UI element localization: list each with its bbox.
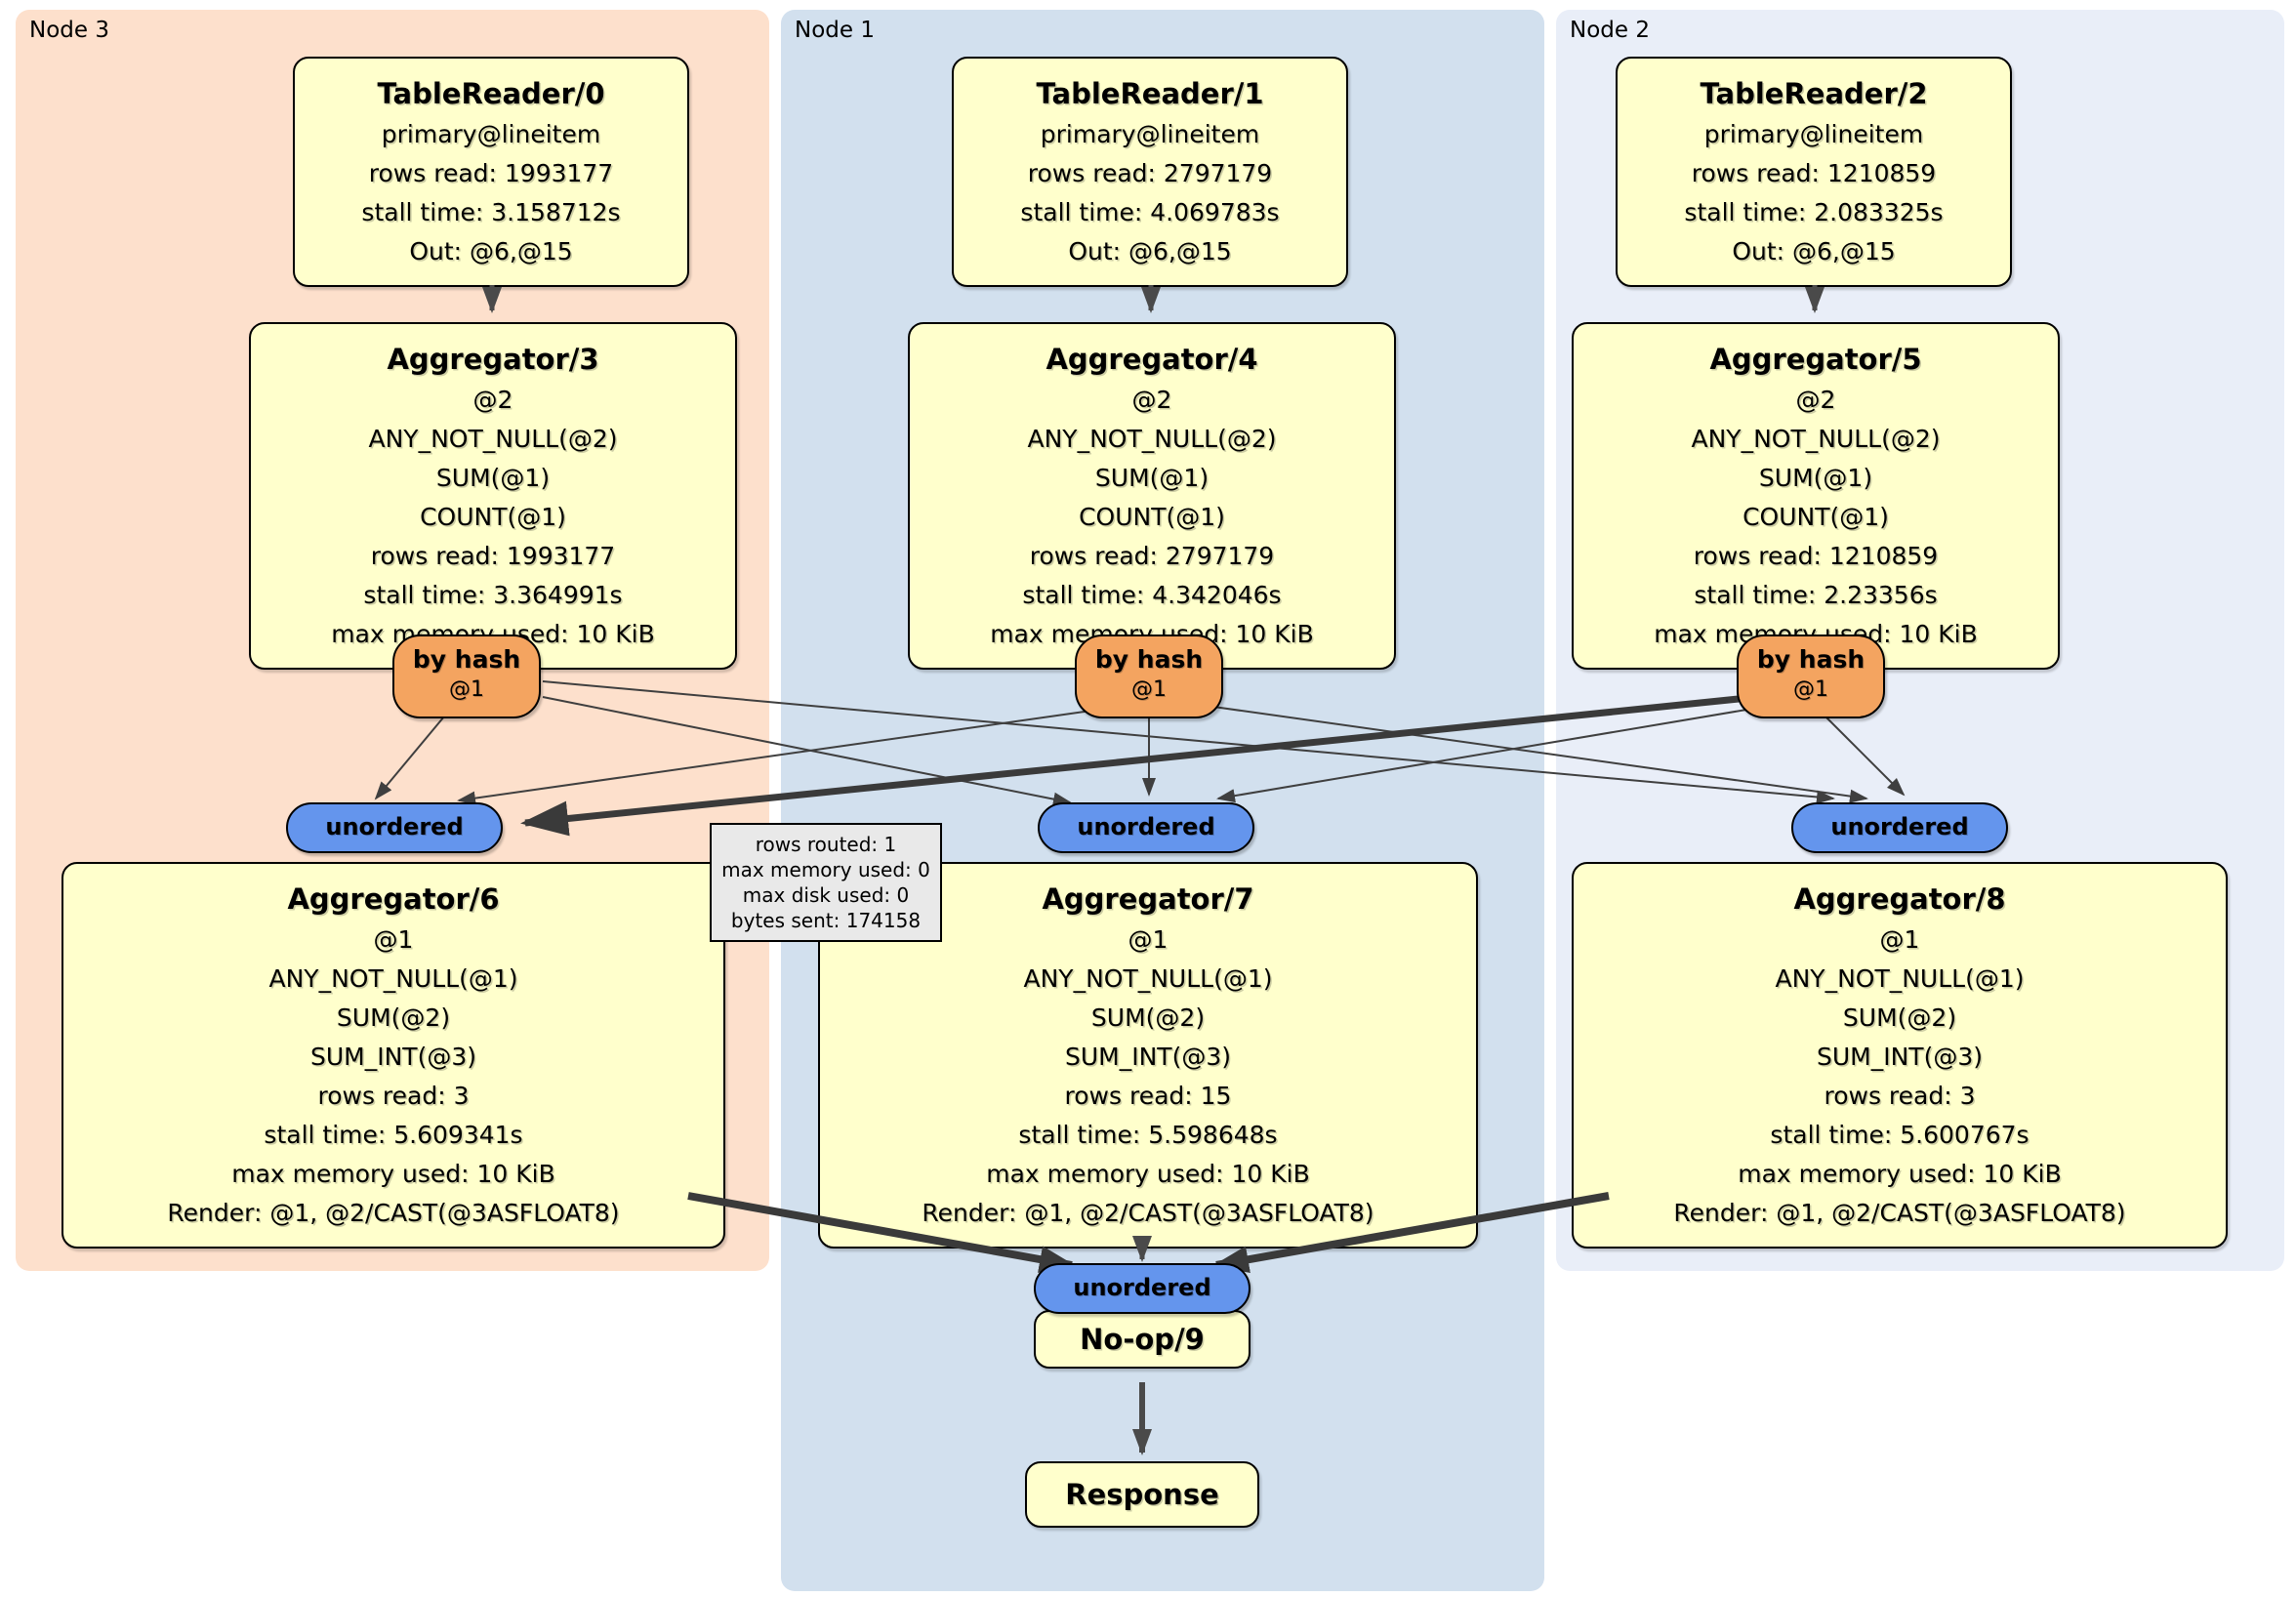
stat-line: COUNT(@1) [420, 503, 566, 531]
node-panel-label: Node 1 [795, 18, 875, 43]
aggregator-6-node[interactable]: Aggregator/6 @1 ANY_NOT_NULL(@1) SUM(@2)… [62, 862, 725, 1249]
stat-line: primary@lineitem [381, 120, 601, 148]
stat-line: max memory used: 10 KiB [1738, 1160, 2062, 1188]
stat-line: SUM(@1) [1094, 464, 1210, 492]
aggregator-8-node[interactable]: Aggregator/8 @1 ANY_NOT_NULL(@1) SUM(@2)… [1572, 862, 2228, 1249]
node-title: TableReader/1 [1036, 77, 1264, 110]
unordered-sync-noop[interactable]: unordered [1034, 1263, 1250, 1314]
stat-line: @1 [1879, 925, 1920, 954]
hash-router-node3[interactable]: by hash @1 [392, 635, 541, 718]
stat-line: SUM(@2) [1090, 1003, 1206, 1032]
tablereader-1-node[interactable]: TableReader/1 primary@lineitem rows read… [952, 57, 1348, 287]
stat-line: ANY_NOT_NULL(@2) [1027, 425, 1277, 453]
stat-line: stall time: 4.342046s [1022, 581, 1282, 609]
stat-line: rows read: 3 [1824, 1082, 1976, 1110]
stat-line: stall time: 2.23356s [1694, 581, 1938, 609]
response-node[interactable]: Response [1025, 1461, 1259, 1528]
stream-stats-tooltip: rows routed: 1 max memory used: 0 max di… [710, 823, 942, 942]
stat-line: @2 [472, 386, 513, 414]
unordered-sync-agg7[interactable]: unordered [1038, 802, 1254, 853]
stat-line: rows read: 2797179 [1027, 159, 1273, 187]
stat-line: max memory used: 10 KiB [231, 1160, 555, 1188]
node-title: Aggregator/7 [1042, 882, 1254, 916]
tooltip-line: rows routed: 1 [755, 833, 897, 856]
stat-line: SUM(@1) [435, 464, 551, 492]
unordered-sync-agg8[interactable]: unordered [1791, 802, 2008, 853]
node-title: TableReader/0 [377, 77, 605, 110]
stat-line: SUM(@2) [336, 1003, 451, 1032]
noop-9-node[interactable]: No-op/9 [1034, 1310, 1250, 1369]
tablereader-0-node[interactable]: TableReader/0 primary@lineitem rows read… [293, 57, 689, 287]
router-key: @1 [449, 677, 484, 702]
stat-line: ANY_NOT_NULL(@1) [1775, 964, 2025, 993]
router-key: @1 [1793, 677, 1828, 702]
stat-line: rows read: 2797179 [1029, 542, 1275, 570]
stat-line: rows read: 15 [1064, 1082, 1232, 1110]
stat-line: stall time: 3.158712s [361, 198, 621, 226]
stat-line: rows read: 1993177 [370, 542, 616, 570]
stat-line: stall time: 5.600767s [1770, 1121, 2030, 1149]
stat-line: Render: @1, @2/CAST(@3ASFLOAT8) [1673, 1199, 2126, 1227]
edge-hash5-sync6-highlighted[interactable] [520, 695, 1740, 837]
stat-line: SUM(@2) [1842, 1003, 1957, 1032]
hash-router-node2[interactable]: by hash @1 [1737, 635, 1885, 718]
stat-line: rows read: 1993177 [368, 159, 614, 187]
stat-line: SUM_INT(@3) [1817, 1043, 1983, 1071]
node-title: Aggregator/8 [1793, 882, 2006, 916]
stat-line: stall time: 4.069783s [1020, 198, 1280, 226]
stat-line: ANY_NOT_NULL(@2) [1691, 425, 1941, 453]
stat-line: Render: @1, @2/CAST(@3ASFLOAT8) [922, 1199, 1374, 1227]
stat-line: max memory used: 10 KiB [986, 1160, 1310, 1188]
stat-line: rows read: 3 [317, 1082, 470, 1110]
stat-line: stall time: 5.609341s [264, 1121, 523, 1149]
node-panel-label: Node 3 [29, 18, 109, 43]
stat-line: ANY_NOT_NULL(@2) [368, 425, 618, 453]
stat-line: rows read: 1210859 [1693, 542, 1939, 570]
stat-line: rows read: 1210859 [1691, 159, 1937, 187]
node-title: No-op/9 [1080, 1323, 1205, 1356]
stat-line: Out: @6,@15 [1732, 237, 1896, 266]
stat-line: primary@lineitem [1703, 120, 1924, 148]
stat-line: COUNT(@1) [1079, 503, 1225, 531]
stat-line: @1 [1128, 925, 1168, 954]
router-label: by hash [1756, 645, 1866, 674]
stat-line: SUM_INT(@3) [1065, 1043, 1231, 1071]
router-label: by hash [1094, 645, 1204, 674]
stat-line: @2 [1795, 386, 1836, 414]
stat-line: stall time: 3.364991s [363, 581, 623, 609]
node-title: Aggregator/5 [1709, 343, 1922, 376]
node-title: Aggregator/6 [287, 882, 500, 916]
stat-line: Render: @1, @2/CAST(@3ASFLOAT8) [167, 1199, 620, 1227]
router-key: @1 [1131, 677, 1167, 702]
node-title: Aggregator/3 [387, 343, 599, 376]
stat-line: ANY_NOT_NULL(@1) [1023, 964, 1273, 993]
tooltip-line: bytes sent: 174158 [730, 909, 922, 932]
stat-line: SUM(@1) [1758, 464, 1873, 492]
tooltip-line: max memory used: 0 [721, 858, 930, 881]
tooltip-line: max disk used: 0 [742, 883, 910, 907]
stat-line: ANY_NOT_NULL(@1) [268, 964, 518, 993]
stat-line: @2 [1131, 386, 1172, 414]
node-title: Response [1065, 1478, 1219, 1511]
stat-line: stall time: 5.598648s [1018, 1121, 1278, 1149]
node-title: TableReader/2 [1700, 77, 1928, 110]
stat-line: Out: @6,@15 [1068, 237, 1232, 266]
unordered-sync-agg6[interactable]: unordered [286, 802, 503, 853]
router-label: by hash [412, 645, 521, 674]
node-panel-label: Node 2 [1570, 18, 1650, 43]
stat-line: SUM_INT(@3) [310, 1043, 476, 1071]
tablereader-2-node[interactable]: TableReader/2 primary@lineitem rows read… [1616, 57, 2012, 287]
aggregator-5-node[interactable]: Aggregator/5 @2 ANY_NOT_NULL(@2) SUM(@1)… [1572, 322, 2060, 670]
aggregator-4-node[interactable]: Aggregator/4 @2 ANY_NOT_NULL(@2) SUM(@1)… [908, 322, 1396, 670]
aggregator-3-node[interactable]: Aggregator/3 @2 ANY_NOT_NULL(@2) SUM(@1)… [249, 322, 737, 670]
hash-router-node1[interactable]: by hash @1 [1075, 635, 1223, 718]
stat-line: Out: @6,@15 [409, 237, 573, 266]
stat-line: @1 [373, 925, 414, 954]
stat-line: COUNT(@1) [1742, 503, 1889, 531]
stat-line: stall time: 2.083325s [1684, 198, 1944, 226]
node-title: Aggregator/4 [1046, 343, 1258, 376]
stat-line: primary@lineitem [1040, 120, 1260, 148]
